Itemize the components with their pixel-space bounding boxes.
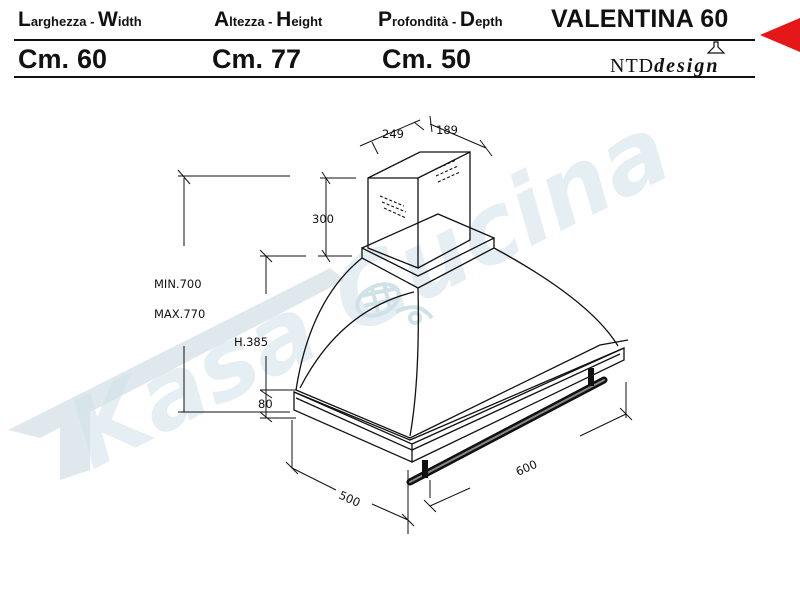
watermark: Kasa Cucina bbox=[8, 93, 687, 490]
dim-min: MIN.700 bbox=[154, 277, 202, 291]
height-value: Cm.77 bbox=[212, 44, 302, 74]
header-rule-top bbox=[14, 39, 755, 41]
dim-300: 300 bbox=[312, 212, 334, 226]
dim-500: 500 bbox=[337, 488, 363, 510]
dim-189: 189 bbox=[436, 123, 458, 137]
red-arrow-icon bbox=[760, 18, 800, 52]
height-label: Altezza - Height bbox=[214, 8, 323, 31]
brand-logo: NTDdesign bbox=[610, 55, 720, 77]
hood-body bbox=[293, 150, 629, 463]
cart-icon bbox=[355, 282, 434, 325]
hood-icon bbox=[706, 41, 726, 54]
dim-max: MAX.770 bbox=[154, 307, 205, 321]
depth-value: Cm.50 bbox=[382, 44, 472, 74]
dim-600: 600 bbox=[514, 457, 540, 479]
dimension-lines bbox=[177, 115, 633, 534]
header-rule-bottom bbox=[14, 76, 755, 78]
dim-h385: H.385 bbox=[234, 335, 268, 349]
handle-bar bbox=[406, 368, 608, 486]
dim-249: 249 bbox=[382, 127, 404, 141]
model-name: VALENTINA 60 bbox=[551, 5, 729, 33]
width-label: Larghezza - Width bbox=[18, 8, 142, 31]
width-value: Cm.60 bbox=[18, 44, 108, 74]
dim-80: 80 bbox=[258, 397, 273, 411]
depth-label: Profondità - Depth bbox=[378, 8, 503, 31]
